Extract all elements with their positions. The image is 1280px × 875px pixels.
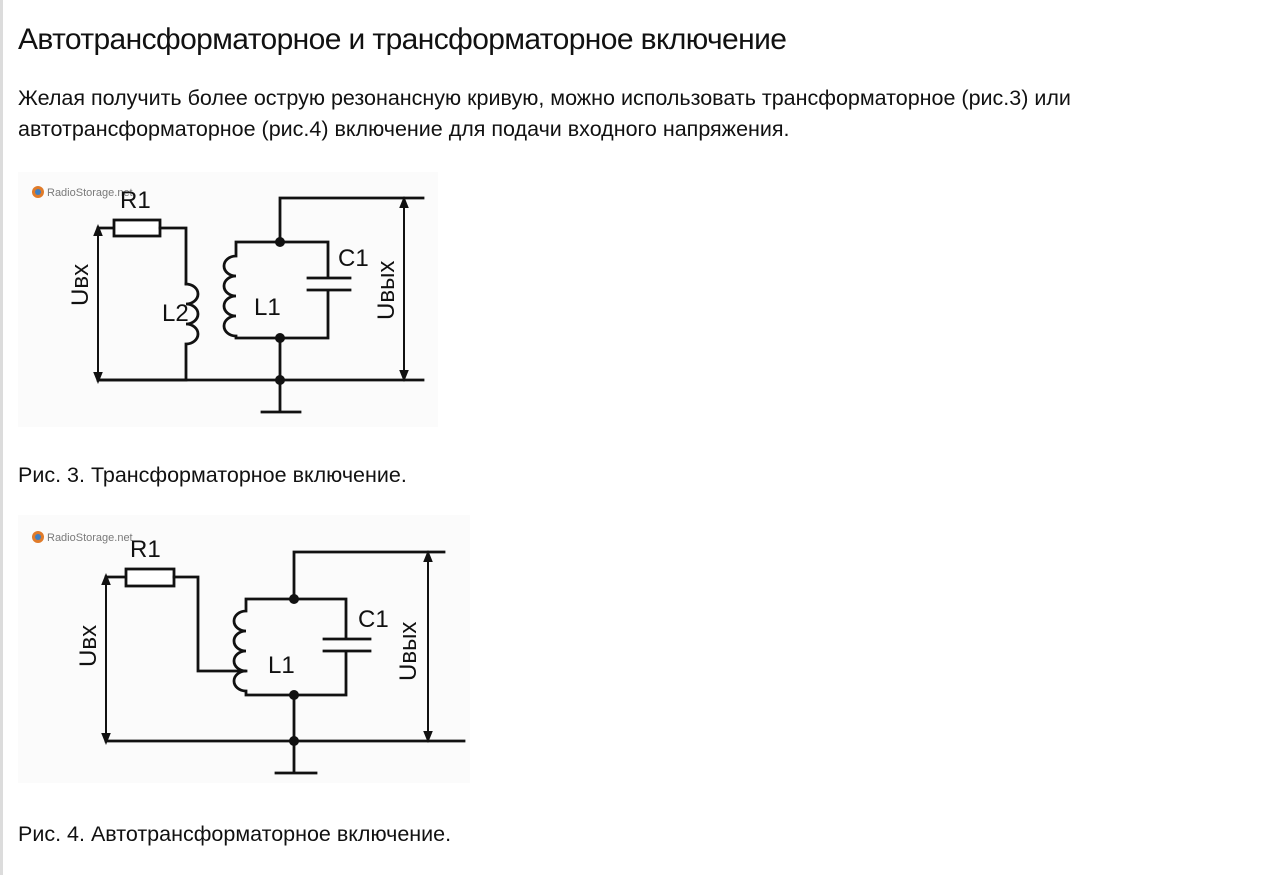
watermark-text: RadioStorage.net	[47, 187, 133, 199]
inductor-l2	[96, 282, 200, 382]
capacitor-c1	[278, 240, 352, 340]
label-l1: L1	[254, 294, 281, 321]
ground-symbol	[96, 336, 425, 414]
figure-4-caption: Рис. 4. Автотрансформаторное включение.	[18, 822, 452, 846]
inductor-l1	[222, 240, 282, 340]
label-c1: C1	[338, 245, 369, 272]
schematic-3: RadioStorage.net	[32, 186, 425, 414]
figure-3-transformer-circuit: RadioStorage.net	[18, 172, 438, 427]
capacitor-c1	[292, 597, 372, 697]
label-u-out: Uвых	[395, 622, 422, 681]
label-u-in: Uвх	[67, 264, 94, 306]
resistor-r1	[124, 567, 176, 588]
label-u-out: Uвых	[373, 261, 400, 320]
watermark: RadioStorage.net	[32, 531, 133, 544]
page-title: Автотрансформаторное и трансформаторное …	[18, 23, 787, 56]
ground-symbol	[104, 693, 466, 775]
watermark-text: RadioStorage.net	[47, 532, 133, 544]
label-u-in: Uвх	[75, 625, 102, 667]
label-r1: R1	[130, 536, 161, 563]
figure-3-caption: Рис. 3. Трансформаторное включение.	[18, 463, 407, 487]
schematic-4: RadioStorage.net R1 L1	[32, 531, 466, 775]
label-c1: C1	[358, 606, 389, 633]
inductor-l1-tapped	[232, 597, 296, 697]
figure-4-autotransformer-circuit: RadioStorage.net R1 L1	[18, 515, 470, 783]
watermark: RadioStorage.net	[32, 186, 133, 199]
left-border	[0, 0, 3, 875]
label-l1: L1	[268, 652, 295, 679]
label-l2: L2	[162, 300, 189, 327]
label-r1: R1	[120, 187, 151, 214]
intro-paragraph: Желая получить более острую резонансную …	[18, 86, 1071, 141]
resistor-r1	[112, 218, 162, 238]
